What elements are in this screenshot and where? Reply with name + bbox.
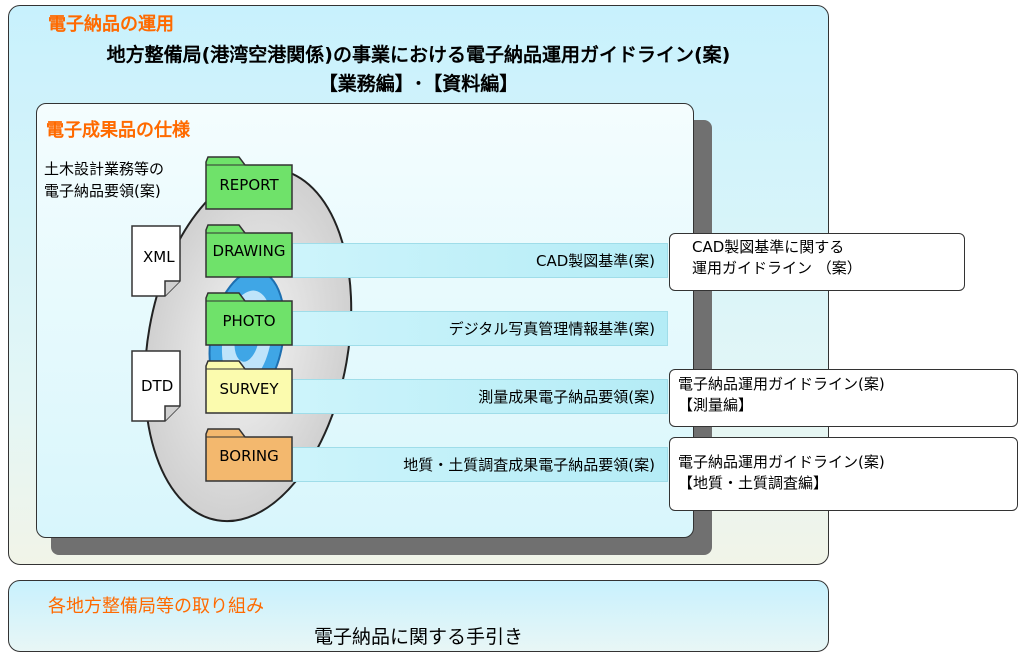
report-folder-icon [205,156,293,210]
bottom-text: 電子納品に関する手引き [313,626,523,648]
inner-title: 電子成果品の仕様 [46,120,190,141]
photo-folder-icon [205,292,293,346]
survey-folder-icon [205,360,293,414]
guideline-title: 地方整備局(港湾空港関係)の事業における電子納品運用ガイドライン(案) [106,44,731,66]
manual-label-line1: 土木設計業務等の [44,160,165,178]
xml-label: XML [143,248,175,266]
drawing-folder-icon [205,224,293,278]
outer-title: 電子納品の運用 [48,14,174,35]
callout-cad-line1: CAD製図基準に関する [692,238,845,256]
callout-boring-line2: 【地質・土質調査編】 [678,474,829,492]
dtd-label: DTD [141,377,174,395]
xml-document-icon [131,225,181,297]
folder-photo-label: PHOTO [222,312,276,330]
manual-label: 土木設計業務等の 電子納品要領(案) [44,158,164,202]
callout-boring-guideline: 電子納品運用ガイドライン(案) 【地質・土質調査編】 [669,437,1018,511]
band-boring: 地質・土質調査成果電子納品要領(案) [292,447,668,482]
band-photo: デジタル写真管理情報基準(案) [292,311,668,346]
band-cad: CAD製図基準(案) [292,243,668,278]
callout-boring-line1: 電子納品運用ガイドライン(案) [678,453,885,471]
band-survey: 測量成果電子納品要領(案) [292,379,668,414]
callout-survey-line1: 電子納品運用ガイドライン(案) [678,375,885,393]
callout-cad-guideline: CAD製図基準に関する 運用ガイドライン （案） [669,233,965,291]
callout-survey-guideline: 電子納品運用ガイドライン(案) 【測量編】 [669,369,1018,427]
folder-survey-label: SURVEY [219,380,279,398]
boring-folder-icon [205,428,293,482]
dtd-document-icon [131,350,181,422]
callout-survey-line2: 【測量編】 [678,396,754,414]
callout-cad-line2: 運用ガイドライン （案） [692,259,862,277]
guideline-subtitle: 【業務編】･【資料編】 [318,73,519,95]
bottom-title: 各地方整備局等の取り組み [48,596,264,617]
manual-label-line2: 電子納品要領(案) [44,182,161,200]
folder-report-label: REPORT [219,176,279,194]
folder-boring-label: BORING [219,447,279,465]
folder-drawing-label: DRAWING [212,242,286,260]
